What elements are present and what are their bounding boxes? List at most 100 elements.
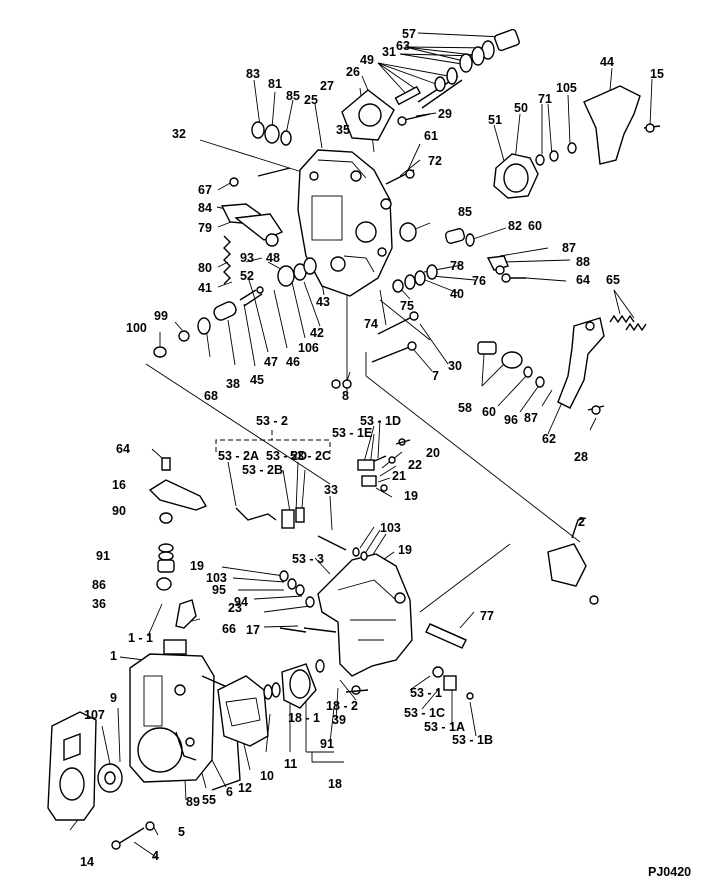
callout-label: 2 [578, 515, 585, 529]
callout-label: 81 [268, 77, 282, 91]
callout-label: 53 - 1 [410, 686, 442, 700]
callout-label: 85 [286, 89, 300, 103]
callout-label: 103 [206, 571, 227, 585]
callout-label: 19 [190, 559, 204, 573]
callout-label: 4 [152, 849, 159, 863]
group-bracket-53-2 [215, 430, 331, 452]
bracket-17 [175, 599, 197, 629]
callout-label: 61 [424, 129, 438, 143]
callout-label: 45 [250, 373, 264, 387]
callout-label: 53 - 2B [242, 463, 283, 477]
screws-20-22 [388, 439, 411, 464]
callout-label: 83 [246, 67, 260, 81]
callout-label: 27 [320, 79, 334, 93]
gasket-14 [47, 711, 123, 821]
callout-label: 103 [380, 521, 401, 535]
screw-29 [397, 113, 431, 126]
callout-label: 75 [400, 299, 414, 313]
callout-label: 87 [524, 411, 538, 425]
callout-label: 80 [198, 261, 212, 275]
spring-80 [223, 235, 231, 285]
callout-label: 53 - 1B [452, 733, 493, 747]
callout-label: 46 [286, 355, 300, 369]
callout-label: 64 [576, 273, 590, 287]
washers-100-99 [153, 330, 190, 358]
callout-label: 49 [360, 53, 374, 67]
callout-label: 99 [154, 309, 168, 323]
callout-label: 53 - 2D [266, 449, 307, 463]
actuator-2 [547, 517, 599, 605]
callout-label: 60 [528, 219, 542, 233]
callout-label: 18 [328, 777, 342, 791]
callout-label: 53 - 1E [332, 426, 372, 440]
callout-label: 30 [448, 359, 462, 373]
callout-label: 22 [408, 458, 422, 472]
callout-label: 18 - 2 [326, 699, 358, 713]
callout-label: 9 [110, 691, 117, 705]
callout-label: 7 [432, 369, 439, 383]
cover-50-51 [493, 142, 577, 199]
callout-label: 6 [226, 785, 233, 799]
callout-label: 68 [204, 389, 218, 403]
callout-label: 10 [260, 769, 274, 783]
callout-label: 53 - 3 [292, 552, 324, 566]
callout-label: 1 [110, 649, 117, 663]
callout-label: 44 [600, 55, 614, 69]
callout-label: 48 [266, 251, 280, 265]
drawing-code: PJ0420 [648, 865, 691, 879]
callout-label: 55 [202, 793, 216, 807]
rings-19-103 [279, 547, 368, 608]
callout-label: 16 [112, 478, 126, 492]
callout-label: 79 [198, 221, 212, 235]
callout-label: 11 [284, 757, 297, 771]
link-53-2 [235, 507, 305, 529]
pump-body-1 [129, 639, 241, 791]
callout-label: 100 [126, 321, 147, 335]
bolt-4-5 [111, 821, 155, 850]
plugs-83-81-85 [251, 121, 292, 146]
callout-label: 106 [298, 341, 319, 355]
callout-label: 32 [172, 127, 186, 141]
nut-8 [331, 379, 341, 389]
callout-label: 82 [508, 219, 522, 233]
callout-label: 5 [178, 825, 185, 839]
callout-label: 31 [382, 45, 396, 59]
callout-label: 53 - 2C [290, 449, 331, 463]
callout-label: 38 [226, 377, 240, 391]
callout-label: 42 [310, 326, 324, 340]
callout-label: 53 - 2A [218, 449, 259, 463]
lever-parts-left [220, 167, 291, 247]
callout-label: 64 [116, 442, 130, 456]
callout-label: 90 [112, 504, 126, 518]
callout-label: 57 [402, 27, 416, 41]
rings-93-48 [277, 257, 317, 287]
callout-label: 12 [238, 781, 252, 795]
callout-label: 84 [198, 201, 212, 215]
callout-label: 41 [198, 281, 212, 295]
rotor-12 [217, 659, 325, 747]
callout-label: 53 - 2 [256, 414, 288, 428]
callout-label: 95 [212, 583, 226, 597]
callout-label: 43 [316, 295, 330, 309]
callout-label: 1 - 1 [128, 631, 153, 645]
callout-label: 51 [488, 113, 502, 127]
callout-label: 67 [198, 183, 212, 197]
callout-label: 91 [320, 737, 334, 751]
callout-label: 15 [650, 67, 664, 81]
callout-label: 8 [342, 389, 349, 403]
callout-label: 60 [482, 405, 496, 419]
callout-label: 21 [392, 469, 406, 483]
callout-label: 78 [450, 259, 464, 273]
callout-label: 23 [228, 601, 242, 615]
callout-label: 39 [332, 713, 346, 727]
top-spring-stack [394, 28, 520, 109]
callout-label: 26 [346, 65, 360, 79]
lever-62-springs-65 [557, 314, 647, 415]
callout-label: 89 [186, 795, 200, 809]
callout-label: 71 [538, 92, 552, 106]
cover-44 [583, 85, 661, 165]
callout-label: 77 [480, 609, 494, 623]
callout-label: 96 [504, 413, 518, 427]
pins-77-66-39 [279, 623, 467, 693]
